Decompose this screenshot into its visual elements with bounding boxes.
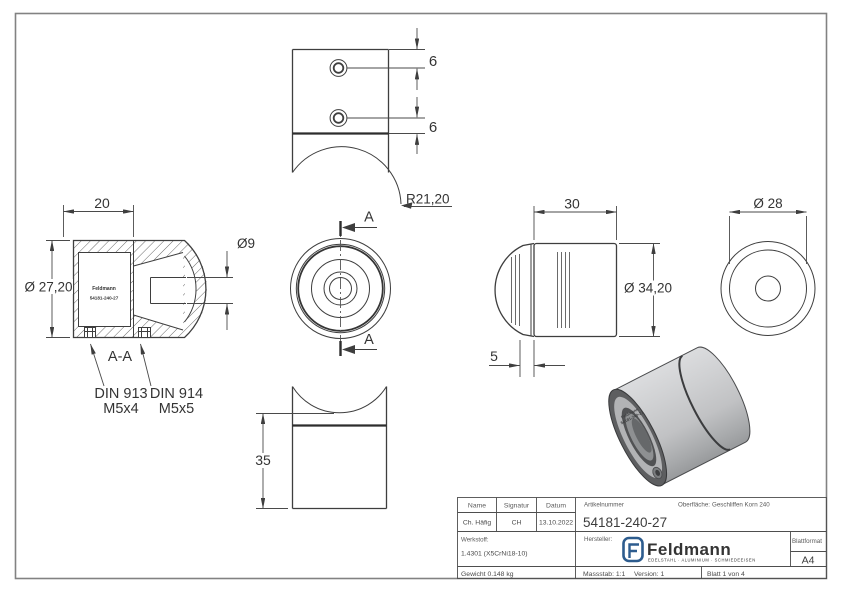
part-face-3d: Feldmann 54181-240-27 [608, 388, 668, 487]
dim-saddle-radius-label: R21,20 [406, 192, 450, 207]
logo-tagline: EDELSTAHL · ALUMINIUM · SCHMIEDEEISEN [648, 558, 756, 563]
set-screw-hole-bottom [329, 109, 348, 127]
section-title: A-A [108, 349, 133, 365]
dim-bore-diameter-label: Ø9 [237, 236, 255, 251]
saddle-arc-bottom [292, 386, 387, 414]
dim-cyl-length: 30 [533, 196, 617, 240]
din-callouts: DIN 913 M5x4 DIN 914 M5x5 [90, 343, 203, 417]
datum-label: Datum [546, 503, 566, 510]
dim-hole-offset-bottom: 6 [429, 119, 437, 136]
logo-wordmark: Feldmann [647, 540, 731, 559]
iso-3d-view: Feldmann 54181-240-27 [608, 346, 751, 487]
dim-body-diameter: Ø 27,20 [24, 240, 73, 338]
dim-cyl-length-label: 30 [564, 196, 580, 212]
gewicht-value: Gewicht 0.148 kg [461, 571, 514, 578]
dim-height: 35 [250, 413, 334, 509]
end-view: Ø 28 [720, 196, 816, 336]
logo-icon [622, 536, 644, 563]
oberflaeche-label: Oberfläche: [678, 502, 710, 509]
oberflaeche-value: Geschliffen Korn 240 [712, 502, 770, 509]
din913-label: DIN 913 [94, 386, 147, 402]
hersteller-label: Hersteller: [584, 536, 612, 543]
werkstoff-value: 1.4301 (X5CrNi18-10) [461, 551, 528, 558]
top-view: 6 6 R21,20 [291, 28, 452, 209]
signatur-value: CH [512, 520, 522, 527]
dim-outer-diameter: Ø 34,20 [619, 243, 675, 337]
set-screw-hole-top [329, 59, 348, 77]
dim-end-diameter-label: Ø 28 [753, 196, 782, 211]
name-label: Name [468, 503, 486, 510]
title-block-grid [457, 497, 827, 579]
section-arrow-top: A [339, 210, 377, 236]
dim-body-diameter-label: Ø 27,20 [24, 280, 72, 295]
set-screw-hole-3d [652, 466, 663, 480]
din913-size: M5x4 [103, 401, 138, 417]
cap-seam-3d [678, 354, 731, 451]
massstab-value: Massstab: 1:1 [583, 571, 626, 578]
din914-size: M5x5 [159, 401, 194, 417]
dim-cap-width-label: 5 [490, 348, 498, 364]
datum-value: 13.10.2022 [539, 520, 573, 527]
dim-saddle-radius: R21,20 [401, 192, 452, 209]
side-view: 30 Ø 34,20 5 [489, 196, 675, 377]
werkstoff-label: Werkstoff: [461, 537, 489, 544]
dim-bore-diameter: Ø9 [187, 236, 255, 330]
dim-hole-offsets: 6 6 [347, 28, 437, 154]
set-screw-section-right [138, 327, 151, 338]
blatt-value: Blatt 1 von 4 [707, 571, 745, 578]
dim-outer-diameter-label: Ø 34,20 [624, 281, 672, 296]
saddle-arc [292, 146, 402, 205]
dim-body-length: 20 [63, 195, 134, 237]
dim-cap-width: 5 [489, 340, 565, 377]
blattformat-label: Blattformat [792, 538, 822, 545]
dim-body-length-label: 20 [94, 195, 110, 211]
signatur-label: Signatur [504, 503, 530, 510]
name-value: Ch. Häfig [463, 520, 492, 527]
title-block: Name Signatur Datum Ch. Häfig CH 13.10.2… [457, 497, 827, 579]
engraving-brand: Feldmann [92, 286, 116, 292]
version-value: Version: 1 [634, 571, 664, 578]
front-view: A A [290, 210, 391, 356]
bottom-view: 35 [250, 386, 388, 510]
artikelnummer-value: 54181-240-27 [583, 515, 667, 530]
dim-end-diameter: Ø 28 [729, 196, 807, 264]
section-arrow-top-label: A [364, 210, 374, 226]
feldmann-logo: Feldmann EDELSTAHL · ALUMINIUM · SCHMIED… [622, 536, 756, 563]
logo-f-glyph [628, 543, 639, 558]
section-view-a-a: Feldmann 54181-240-27 20 Ø 27,20 Ø9 A-A … [24, 195, 255, 417]
dim-height-label: 35 [255, 452, 271, 468]
tube-silhouette-lines [511, 252, 570, 328]
blattformat-value: A4 [802, 555, 815, 567]
section-arrow-bottom-label: A [364, 332, 374, 348]
set-screw-section-left [84, 327, 96, 338]
engraving-article: 54181-240-27 [90, 296, 119, 301]
din914-label: DIN 914 [150, 386, 203, 402]
dim-hole-offset-top: 6 [429, 53, 437, 70]
page-frame [14, 12, 828, 580]
artikelnummer-label: Artikelnummer [584, 502, 624, 509]
section-arrow-bottom: A [339, 332, 377, 356]
